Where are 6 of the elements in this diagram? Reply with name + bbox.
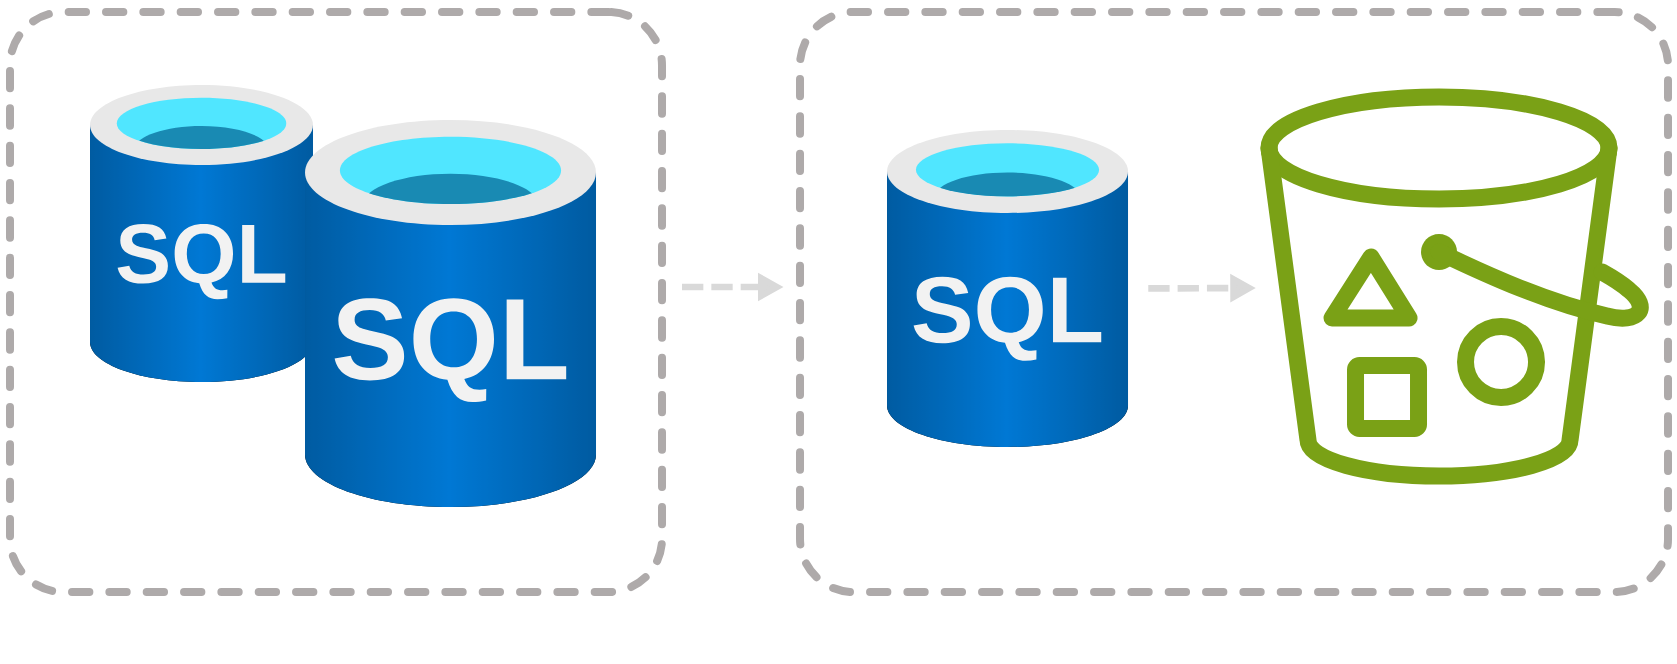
- dashed-frame: [796, 8, 1672, 596]
- bucket-icon: [1260, 88, 1649, 485]
- dashed-frame: [6, 8, 666, 596]
- database-cylinder: SQL: [305, 120, 596, 507]
- database-cylinder: SQL: [887, 130, 1128, 447]
- database-cylinder: SQL: [90, 85, 313, 382]
